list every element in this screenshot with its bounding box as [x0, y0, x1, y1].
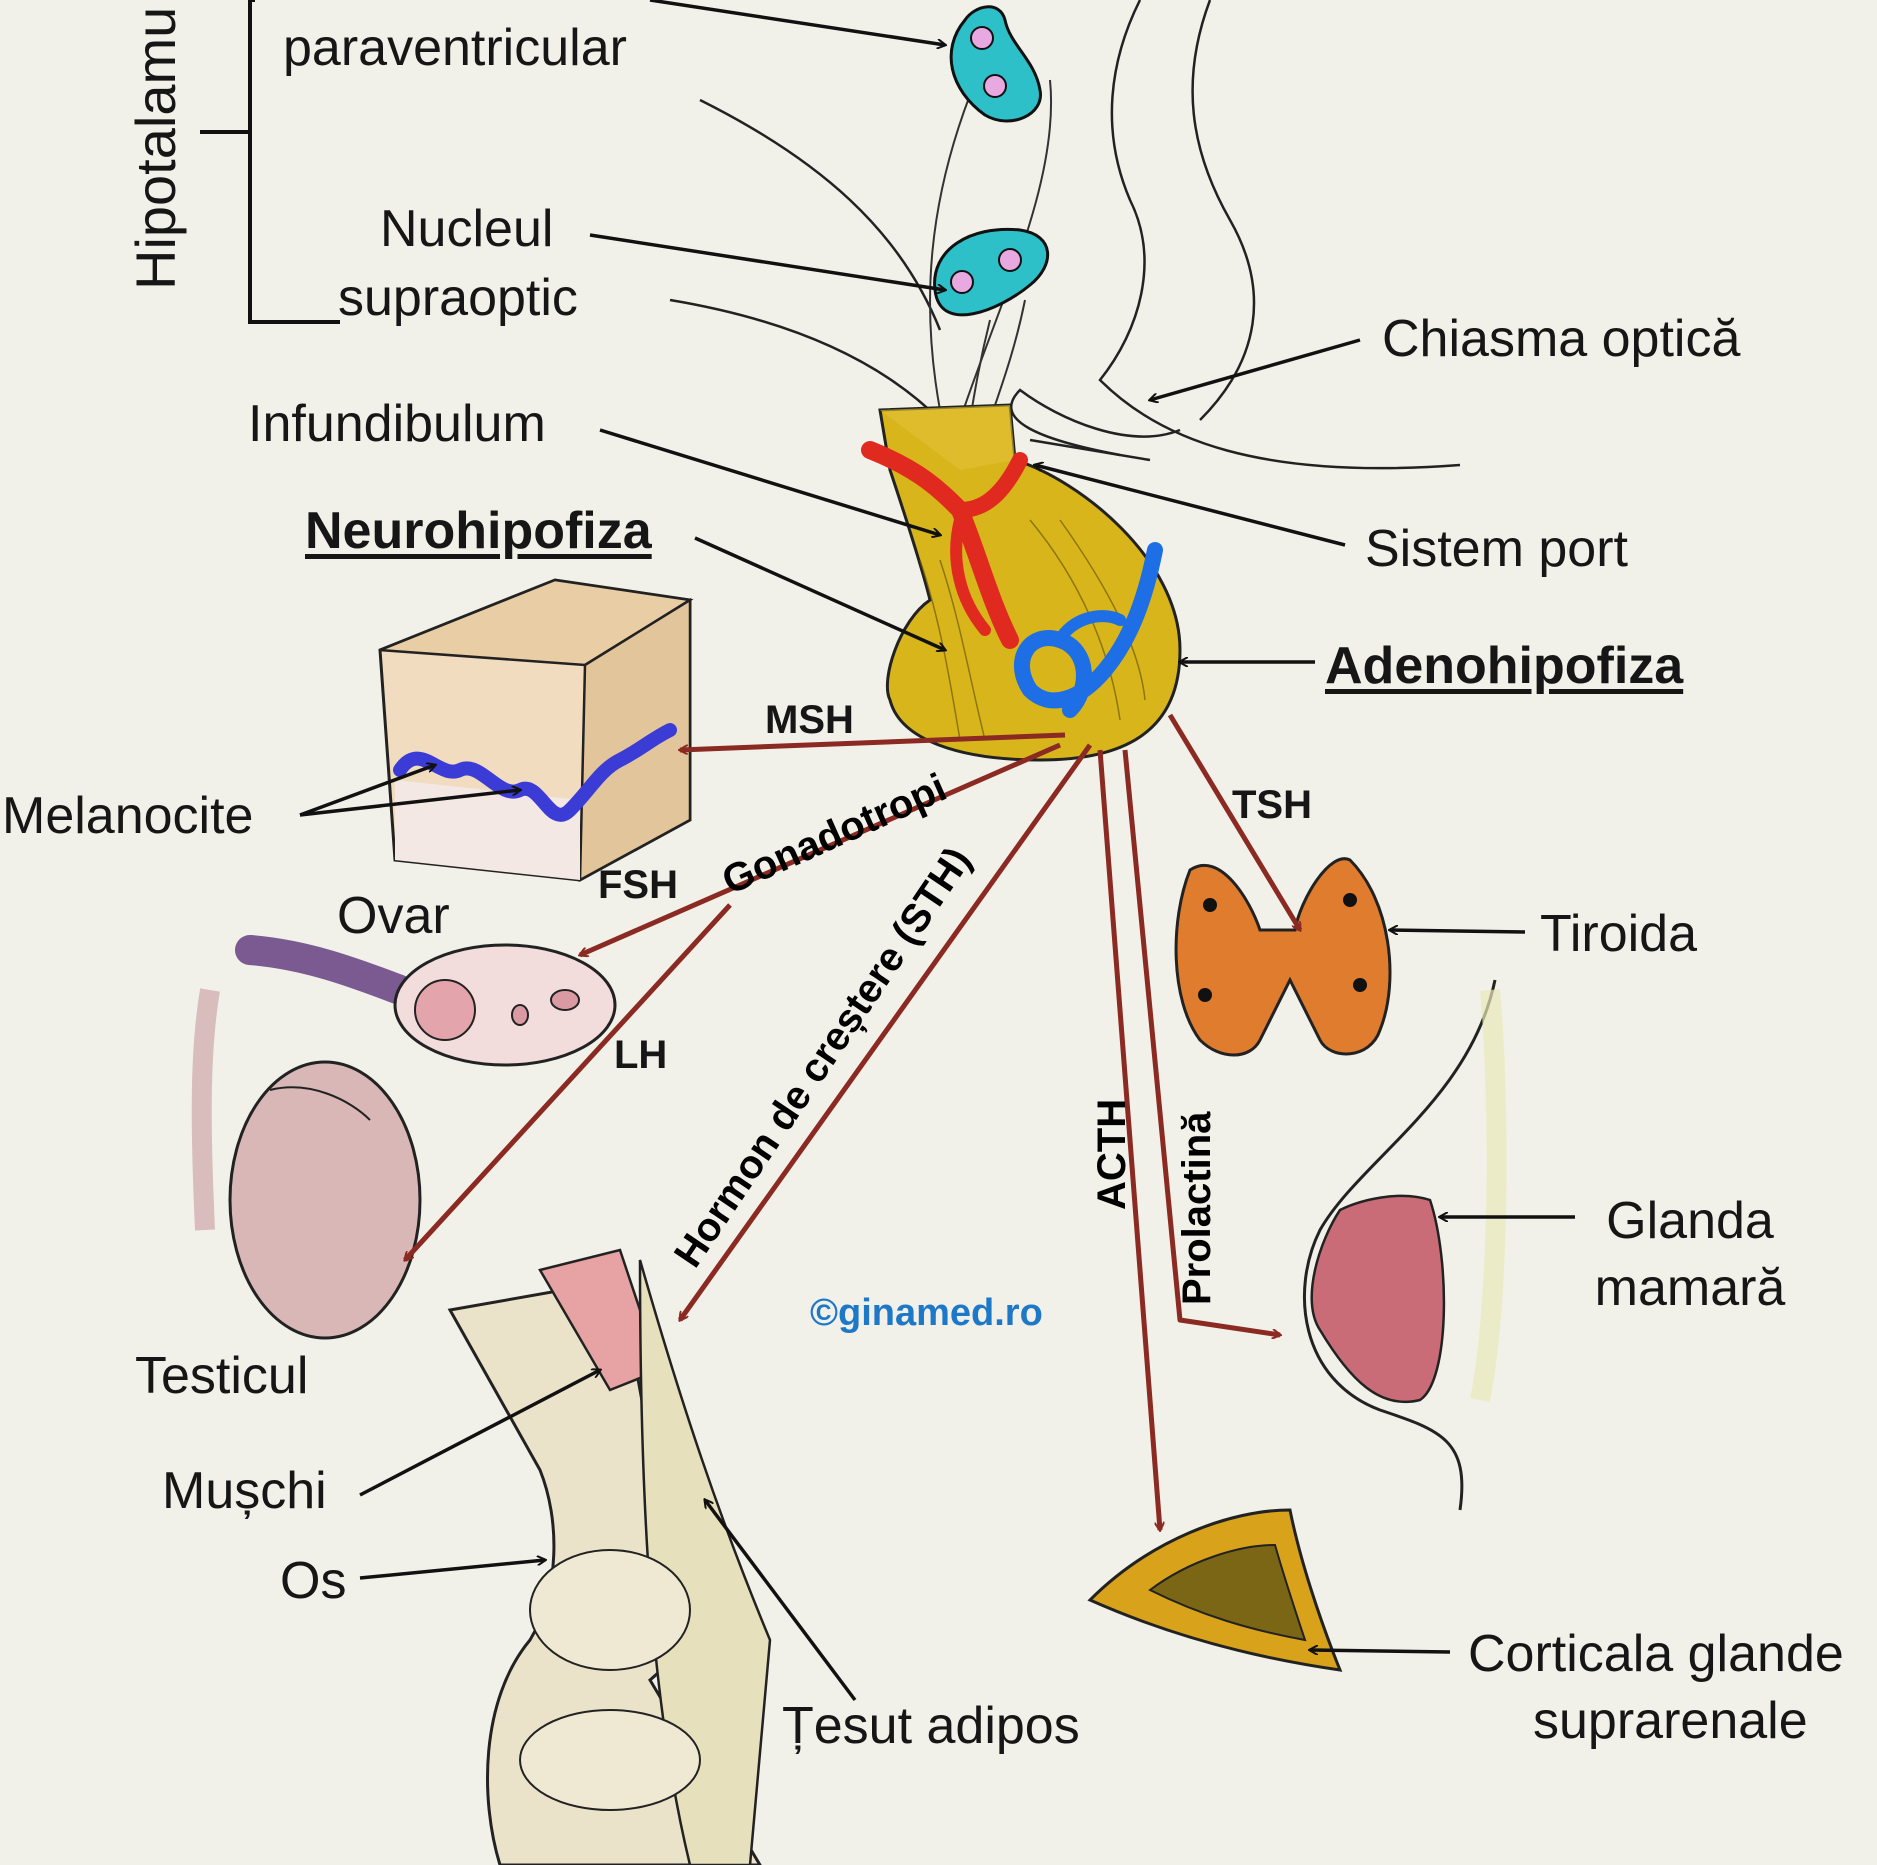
prolactin-label: Prolactină [1175, 1111, 1219, 1305]
pointer-lines [299, 0, 1575, 1702]
gonadotropin-fsh-arrow [580, 742, 1062, 955]
neurohypophysis-label: Neurohipofiza [305, 502, 652, 560]
portal-system-label: Sistem port [1365, 520, 1628, 578]
mammary-label-line2: mamară [1594, 1259, 1786, 1317]
adrenal-cortex-label-line2: suprarenale [1533, 1692, 1808, 1750]
brain-outline [669, 0, 1461, 470]
melanocytes-label: Melanocite [2, 787, 254, 845]
hypothalamus-bracket [200, 0, 340, 324]
acth-arrow [1097, 749, 1160, 1530]
mammary-label-line1: Glanda [1606, 1192, 1774, 1250]
hormone-arrows [405, 713, 1303, 1530]
supraoptic-label-line1: Nucleul [380, 200, 554, 258]
growth-hormone-arrow [677, 743, 1093, 1320]
paraventricular-nucleus [949, 5, 1042, 123]
supraoptic-label-line2: supraoptic [338, 269, 578, 327]
fsh-label: FSH [598, 863, 678, 907]
paraventricular-label: paraventricular [283, 19, 627, 77]
infundibulum-label: Infundibulum [248, 395, 546, 453]
msh-arrow [680, 732, 1066, 750]
hypothalamus-label: Hipotalamu [124, 6, 187, 290]
adipose-tissue-label: Țesut adipos [782, 1697, 1080, 1755]
watermark: ©ginamed.ro [810, 1292, 1043, 1334]
bone-label: Os [280, 1552, 347, 1610]
lh-label: LH [614, 1033, 668, 1077]
adenohypophysis-label: Adenohipofiza [1325, 637, 1684, 695]
tsh-label: TSH [1232, 783, 1312, 827]
thyroid-label: Tiroida [1540, 905, 1698, 963]
prolactin-arrow [1122, 749, 1280, 1335]
acth-label: ACTH [1090, 1099, 1134, 1210]
msh-label: MSH [765, 698, 854, 742]
mammary-gland [1303, 979, 1507, 1511]
thyroid [1174, 857, 1392, 1057]
portal-system-vessels [861, 441, 1163, 718]
muscle-label: Mușchi [162, 1462, 327, 1520]
supraoptic-nucleus [933, 227, 1049, 317]
testicle-label: Testicul [135, 1347, 309, 1405]
growth-hormone-label: Hormon de creștere (STH) [666, 839, 980, 1275]
ovary [235, 935, 617, 1067]
adrenal-cortex-label-line1: Corticala glande [1468, 1625, 1844, 1683]
tsh-arrow [1167, 713, 1303, 930]
adrenal-gland [1087, 1508, 1343, 1672]
optic-chiasm-label: Chiasma optică [1382, 310, 1741, 368]
gonadotropin-lh-arrow [405, 903, 732, 1260]
knee-illustration [447, 1248, 772, 1865]
testicle [191, 988, 422, 1340]
ovary-label: Ovar [337, 887, 450, 945]
skin-block [378, 578, 694, 883]
